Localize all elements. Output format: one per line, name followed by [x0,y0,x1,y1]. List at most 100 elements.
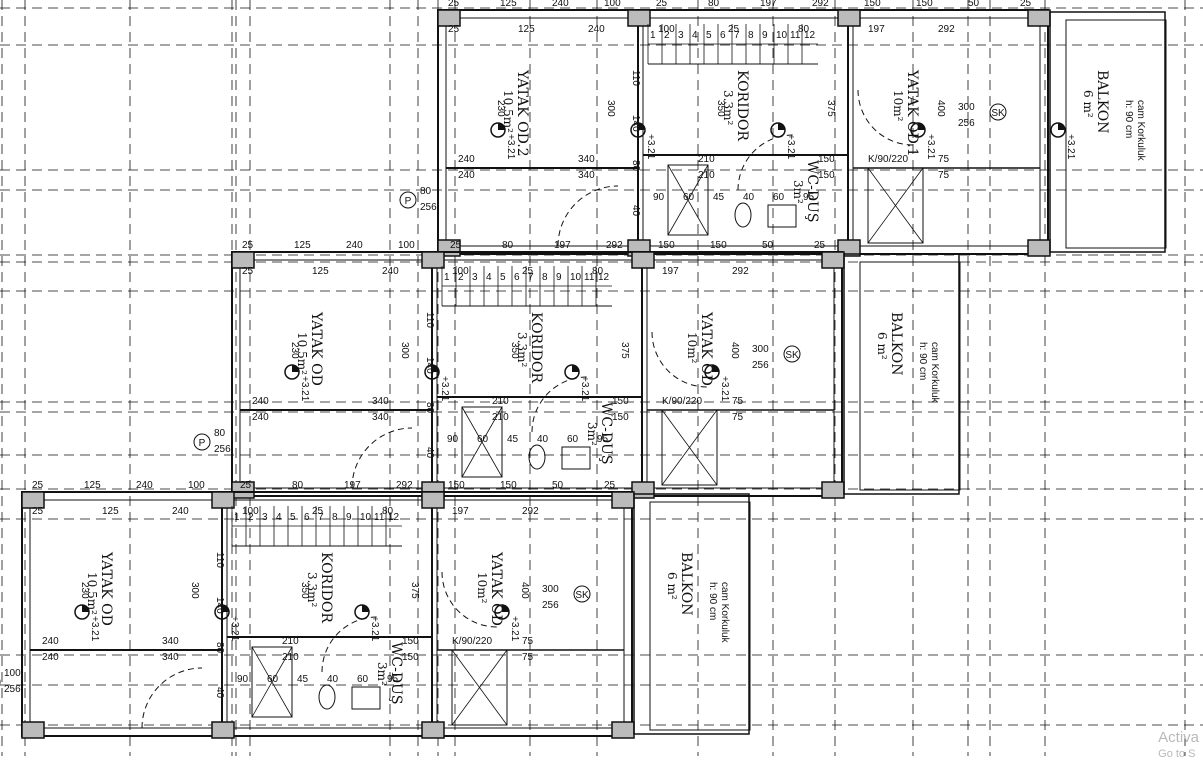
shower-tray [251,646,293,718]
stair-number: 9 [346,512,352,523]
dimension-label: 340 [578,170,595,181]
dimension-label: 125 [312,266,329,277]
dimension-label: 100 [604,0,621,9]
dimension-label: 75 [938,170,950,181]
stair-number: 11 [374,512,385,523]
balcony-rail [859,261,961,491]
dimension-label: 100 [398,240,415,251]
column-block [631,251,655,269]
dimension-label: 197 [344,480,361,491]
window-height: 256 [4,684,21,695]
dimension-label: 25 [450,240,462,251]
room-name: BALKON [888,312,904,376]
balcony-rail [1065,19,1167,249]
dimension-label: 292 [522,506,539,517]
railing-height: h: 90 cm [707,582,718,620]
room-area: 10.5m² [501,90,515,133]
room-area: 3.3m² [305,572,319,607]
stair-number: 10 [776,30,788,41]
balcony-wall [633,493,750,735]
toilet-icon [734,202,752,228]
stair-number: 5 [290,512,296,523]
dimension-label: 150 [612,396,629,407]
inner-wall [239,259,835,489]
dimension-label: 340 [372,412,389,423]
level-marker-fill [498,123,505,130]
dimension-label: 210 [698,154,715,165]
sink-icon [767,204,797,228]
room-area: 6 m² [875,332,889,360]
level-value: +3.21 [89,616,100,642]
dimension-label: 25 [242,240,254,251]
dimension-label: 400 [729,342,740,359]
railing-height: h: 90 cm [917,342,928,380]
dimension-label: 40 [214,687,225,699]
railing-note: cam Korkuluk [719,582,730,644]
dimension-label: 110 [630,70,641,86]
level-value: +3.21 [579,376,590,402]
column-block [837,9,861,27]
dimension-label: 95 [597,434,609,445]
window-size: 100 [4,668,21,679]
stair-number: 6 [304,512,310,523]
dimension-label: 25 [240,480,252,491]
dimension-label: 240 [382,266,399,277]
dimension-label: 300 [605,100,616,117]
shower-diagonal [251,646,293,718]
door-swing-arc [531,376,588,433]
dimension-label: 350 [509,342,520,359]
dimension-label: 240 [458,154,475,165]
window-tag: SK [991,108,1005,119]
column-block [231,251,255,269]
window-tag: P [199,438,206,449]
dimension-label: 25 [32,480,44,491]
stair-number: 7 [734,30,740,41]
stair-number: 3 [262,512,268,523]
stair-number: 2 [458,272,464,283]
window-tag: SK [785,350,799,361]
toilet-icon [528,444,546,470]
level-marker-fill [362,605,369,612]
window-height: 256 [752,360,769,371]
stair-number: 12 [598,272,610,283]
column-block [821,251,845,269]
column-block [821,481,845,499]
dimension-label: 45 [297,674,309,685]
room-area: 10m² [891,90,905,122]
room-name: YATAK OD.2 [514,69,530,157]
dimension-label: 90 [653,192,665,203]
dimension-label: 60 [357,674,369,685]
dimension-label: 100 [242,506,259,517]
dimension-label: 75 [522,652,534,663]
stair-number: 3 [472,272,478,283]
dimension-label: 60 [567,434,579,445]
door-swing-arc [651,331,708,388]
level-value: +3.21 [505,134,516,160]
dimension-label: 25 [1020,0,1032,9]
dimension-label: 150 [864,0,881,9]
level-value: +3.21 [439,376,450,402]
window-height: 256 [958,118,975,129]
dimension-label: 240 [252,396,269,407]
shower-tray [667,164,709,236]
dimension-label: 230 [495,100,506,117]
outer-wall [231,251,843,497]
stair-number: 9 [556,272,562,283]
column-block [21,721,45,739]
stair-number: 5 [500,272,506,283]
dimension-label: 292 [732,266,749,277]
window-tag-circle [193,433,211,451]
dimension-label: 292 [396,480,413,491]
column-block [211,721,235,739]
room-name: KORIDOR [528,312,544,383]
room-area: 6 m² [665,572,679,600]
toilet-icon [318,684,336,710]
column-block [421,491,445,509]
window-height: 256 [420,202,437,213]
dimension-label: 40 [537,434,549,445]
room-name: WC-DUŞ [804,160,820,222]
door-tag: K/90/220 [452,636,492,647]
dimension-label: 240 [346,240,363,251]
dimension-label: 150 [658,240,675,251]
